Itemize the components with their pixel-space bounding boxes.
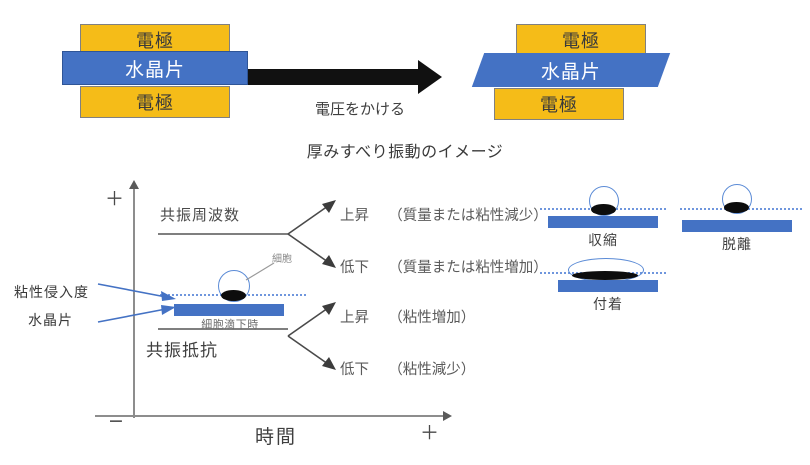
branch-reason: （質量または粘性増加） — [388, 260, 548, 276]
detachment-cell-membrane-icon — [722, 184, 752, 214]
contraction-quartz-plate — [548, 216, 658, 228]
group-resonant-resistance: 共振抵抗 上昇 （粘性増加） 低下 （粘性減少） — [146, 302, 560, 425]
quartz-plate-left: 水晶片 — [62, 51, 248, 85]
detachment-quartz-plate — [682, 220, 792, 232]
left-transducer-stack: 電極 電極 水晶片 — [62, 24, 248, 118]
y-axis-arrowhead-icon — [129, 180, 139, 189]
branch-reason: （粘性増加） — [388, 310, 476, 326]
group-resonant-frequency-title: 共振周波数 — [160, 206, 241, 224]
branch-label-up-resistance: 上昇 （粘性増加） — [340, 306, 475, 327]
y-axis-minus-sign: − — [108, 410, 124, 432]
branch-arrow-down-resistance — [287, 334, 338, 370]
adhesion-cell-contact-blob-icon — [572, 271, 638, 280]
group-resonant-frequency: 共振周波数 上昇 （質量または粘性減少） 低下 （質量または粘性増加） — [158, 190, 560, 295]
callout-label-viscous-penetration: 粘性侵入度 — [14, 285, 89, 301]
electrode-top-right: 電極 — [516, 24, 646, 56]
group-resonant-frequency-rule — [158, 233, 288, 235]
branch-direction: 低下 — [340, 362, 369, 378]
branch-direction: 上昇 — [340, 208, 369, 224]
cell-label: 細胞 — [272, 254, 292, 265]
electrode-bottom-left: 電極 — [80, 86, 230, 118]
branch-reason: （粘性減少） — [388, 362, 476, 378]
callout-label-quartz-plate: 水晶片 — [28, 313, 73, 329]
electrode-top-left: 電極 — [80, 24, 230, 56]
y-axis-plus-sign: ＋ — [105, 188, 125, 210]
branch-arrow-up-frequency — [287, 200, 338, 236]
cell-drop-state-label: 細胞滴下時 — [201, 318, 259, 331]
cell-contact-blob-icon — [221, 290, 246, 301]
detachment-cell-contact-blob-icon — [724, 202, 749, 213]
adhesion-label: 付着 — [593, 297, 623, 313]
cell-membrane-icon — [218, 270, 250, 302]
x-axis-arrowhead-icon — [443, 411, 452, 421]
illustration-cell-dropped: 細胞 細胞滴下時 — [160, 254, 308, 331]
voltage-arrow-label: 電圧をかける — [314, 100, 405, 118]
branch-reason: （質量または粘性減少） — [388, 208, 548, 224]
group-resonant-resistance-rule — [158, 328, 288, 330]
callout-arrow-quartz-plate — [97, 304, 180, 326]
y-axis — [133, 188, 135, 418]
quartz-plate-right-label: 水晶片 — [540, 60, 601, 83]
detachment-label: 脱離 — [722, 237, 752, 253]
cell-label-leader — [244, 260, 278, 282]
illustration-detachment: 脱離 — [680, 182, 810, 254]
contraction-cell-membrane-icon — [589, 186, 619, 216]
arrow-shaft — [248, 69, 420, 85]
qcm-response-chart: ＋ − 時間 ＋ 共振周波数 上昇 （質量または粘性減少） 低下 — [0, 170, 810, 465]
branch-arrow-down-frequency — [287, 232, 338, 268]
branch-direction: 低下 — [340, 260, 369, 276]
branch-label-up-frequency: 上昇 （質量または粘性減少） — [340, 204, 548, 225]
branch-label-down-resistance: 低下 （粘性減少） — [340, 358, 475, 379]
schematic-caption: 厚みすべり振動のイメージ — [306, 142, 504, 161]
illustration-adhesion: 付着 — [540, 254, 670, 326]
illustration-contraction: 収縮 — [540, 182, 670, 254]
adhesion-quartz-plate — [558, 280, 658, 292]
branch-label-down-frequency: 低下 （質量または粘性増加） — [340, 256, 548, 277]
electrode-bottom-right: 電極 — [494, 88, 624, 120]
group-resonant-resistance-title: 共振抵抗 — [146, 341, 218, 361]
x-axis-plus-sign: ＋ — [420, 422, 440, 444]
branch-direction: 上昇 — [340, 310, 369, 326]
x-axis-title: 時間 — [255, 426, 298, 448]
top-schematic: 電極 電極 水晶片 電圧をかける 電極 電極 水晶片 厚みすべり振動のイメージ — [0, 0, 810, 170]
branch-arrow-up-resistance — [287, 302, 338, 338]
quartz-plate-center — [174, 304, 284, 316]
callout-arrow-viscous-penetration — [97, 282, 180, 304]
contraction-cell-contact-blob-icon — [591, 204, 616, 215]
arrow-head-icon — [418, 60, 442, 94]
quartz-plate-right: 水晶片 — [471, 53, 671, 87]
voltage-arrow — [248, 60, 448, 94]
right-transducer-stack: 電極 電極 水晶片 — [471, 24, 671, 124]
x-axis — [95, 415, 445, 417]
contraction-label: 収縮 — [588, 233, 618, 249]
